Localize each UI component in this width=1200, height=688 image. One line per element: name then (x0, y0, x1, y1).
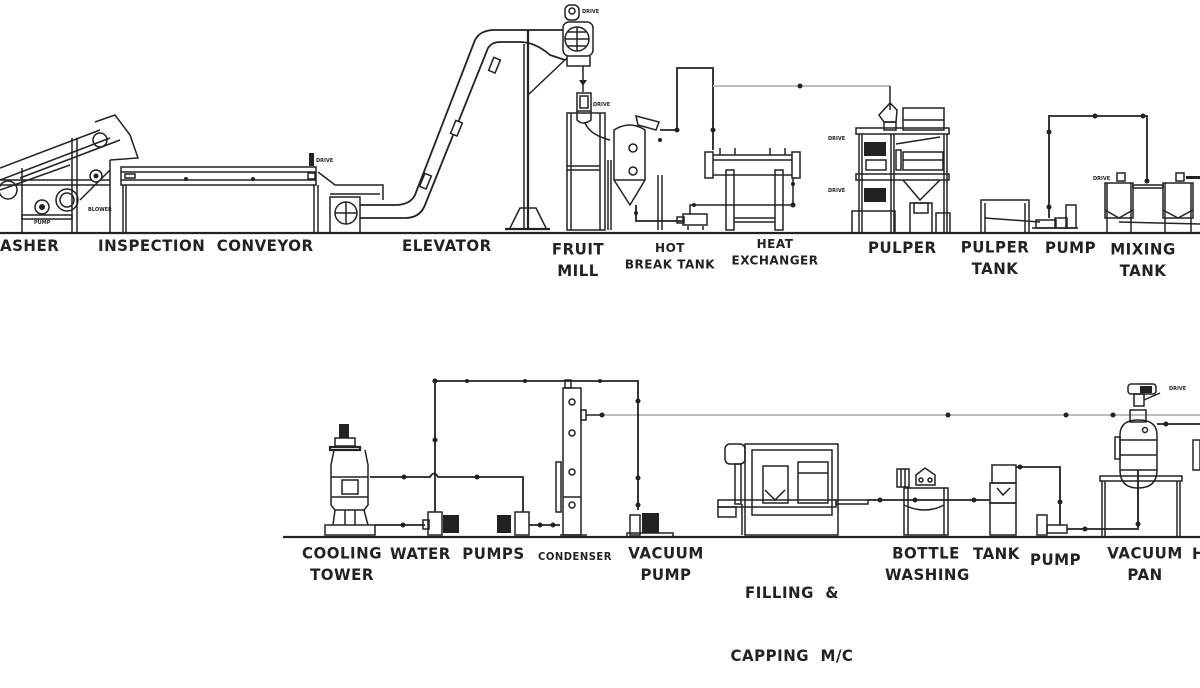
annotation-blower: BLOWER (88, 207, 112, 213)
label-vacuum-pump-line1: VACUUM (628, 544, 704, 563)
pump-drawing (1032, 113, 1150, 229)
label-fruit-mill-line2: MILL (557, 261, 599, 280)
mixing-tank-drive-mark (1186, 176, 1200, 179)
mixing-tank-drawing (1104, 172, 1200, 233)
label-bottle-washing-line2: WASHING (885, 565, 970, 584)
label-pulper-tank-line1: PULPER (960, 238, 1030, 257)
hot-break-tank-drawing (607, 67, 891, 230)
label-pump-2: PUMP (1030, 550, 1082, 570)
annotation-drive: DRIVE (316, 158, 334, 164)
label-cooling-tower-line1: COOLING (301, 544, 383, 563)
pulper-drawing (851, 101, 951, 234)
annotation-drive: DRIVE (828, 136, 846, 142)
pump-2-drawing (1016, 464, 1141, 536)
tank-drawing (989, 464, 1017, 536)
heat-exchanger-drawing (689, 148, 801, 231)
label-inspection-conveyor: INSPECTION CONVEYOR (98, 236, 314, 256)
label-elevator: ELEVATOR (402, 236, 492, 256)
label-vacuum-pump-line2: PUMP (640, 565, 692, 584)
annotation-drive: DRIVE (1093, 176, 1111, 182)
label-tank: TANK (973, 544, 1020, 564)
label-vacuum-pump: VACUUM PUMP (625, 543, 707, 585)
vacuum-pan-drawing (1099, 383, 1200, 537)
label-vacuum-pan: VACUUM PAN (1104, 543, 1186, 585)
process-flow-diagram (0, 4, 1200, 539)
annotation-pump: PUMP (34, 220, 51, 226)
annotation-drive: DRIVE (828, 188, 846, 194)
label-cooling-tower: COOLING TOWER (300, 543, 384, 585)
condenser-drawing (555, 379, 602, 536)
inspection-conveyor-drawing (120, 153, 384, 233)
label-filling-capping: FILLING & CAPPING M/C (722, 541, 862, 688)
label-washer: ASHER (0, 236, 60, 256)
label-mixing-tank: MIXING TANK (1108, 239, 1178, 281)
label-heat-exchanger-line1: HEAT (756, 236, 794, 251)
label-hot-break-tank-line1: HOT (655, 240, 685, 255)
label-condenser: CONDENSER (538, 551, 612, 564)
label-mixing-tank-line1: MIXING (1110, 240, 1176, 259)
label-pulper-tank: PULPER TANK (955, 237, 1035, 279)
fruit-mill-drawing (566, 92, 611, 231)
label-cooling-tower-line2: TOWER (310, 565, 374, 584)
vacuum-pump-drawing (626, 513, 674, 538)
label-heat-exchanger-line2: EXCHANGER (731, 253, 819, 268)
filling-capping-drawing (717, 443, 869, 536)
annotation-drive: DRIVE (1169, 386, 1187, 392)
label-bottle-washing-line1: BOTTLE (892, 544, 960, 563)
label-bottle-washing: BOTTLE WASHING (885, 543, 970, 585)
label-water-pumps: WATER PUMPS (390, 544, 525, 564)
annotation-drive: DRIVE (582, 9, 600, 15)
label-filling-capping-line1: FILLING & (745, 583, 839, 603)
label-hot-break-tank-line2: BREAK TANK (624, 257, 716, 272)
label-pump: PUMP (1045, 238, 1097, 258)
label-fruit-mill: FRUIT MILL (548, 239, 608, 281)
label-vacuum-pan-line1: VACUUM (1107, 544, 1183, 563)
bottle-washing-drawing (868, 467, 990, 536)
cooling-tower-drawing (324, 424, 376, 536)
label-vacuum-pan-line2: PAN (1127, 565, 1163, 584)
label-pulper-tank-line2: TANK (971, 259, 1019, 278)
label-mixing-tank-line2: TANK (1119, 261, 1167, 280)
annotation-drive: DRIVE (593, 102, 611, 108)
washer-drawing (0, 114, 140, 233)
label-fruit-mill-line1: FRUIT (551, 240, 605, 259)
pulper-tank-drawing (980, 199, 1041, 234)
label-hot-break-tank: HOT BREAK TANK (622, 239, 718, 273)
elevator-drawing (329, 4, 594, 234)
label-cut-off-right: H (1192, 544, 1200, 565)
label-heat-exchanger: HEAT EXCHANGER (730, 235, 820, 269)
label-filling-capping-line2: CAPPING M/C (730, 646, 854, 666)
label-pulper: PULPER (868, 238, 937, 258)
water-pumps-drawing (370, 378, 641, 536)
